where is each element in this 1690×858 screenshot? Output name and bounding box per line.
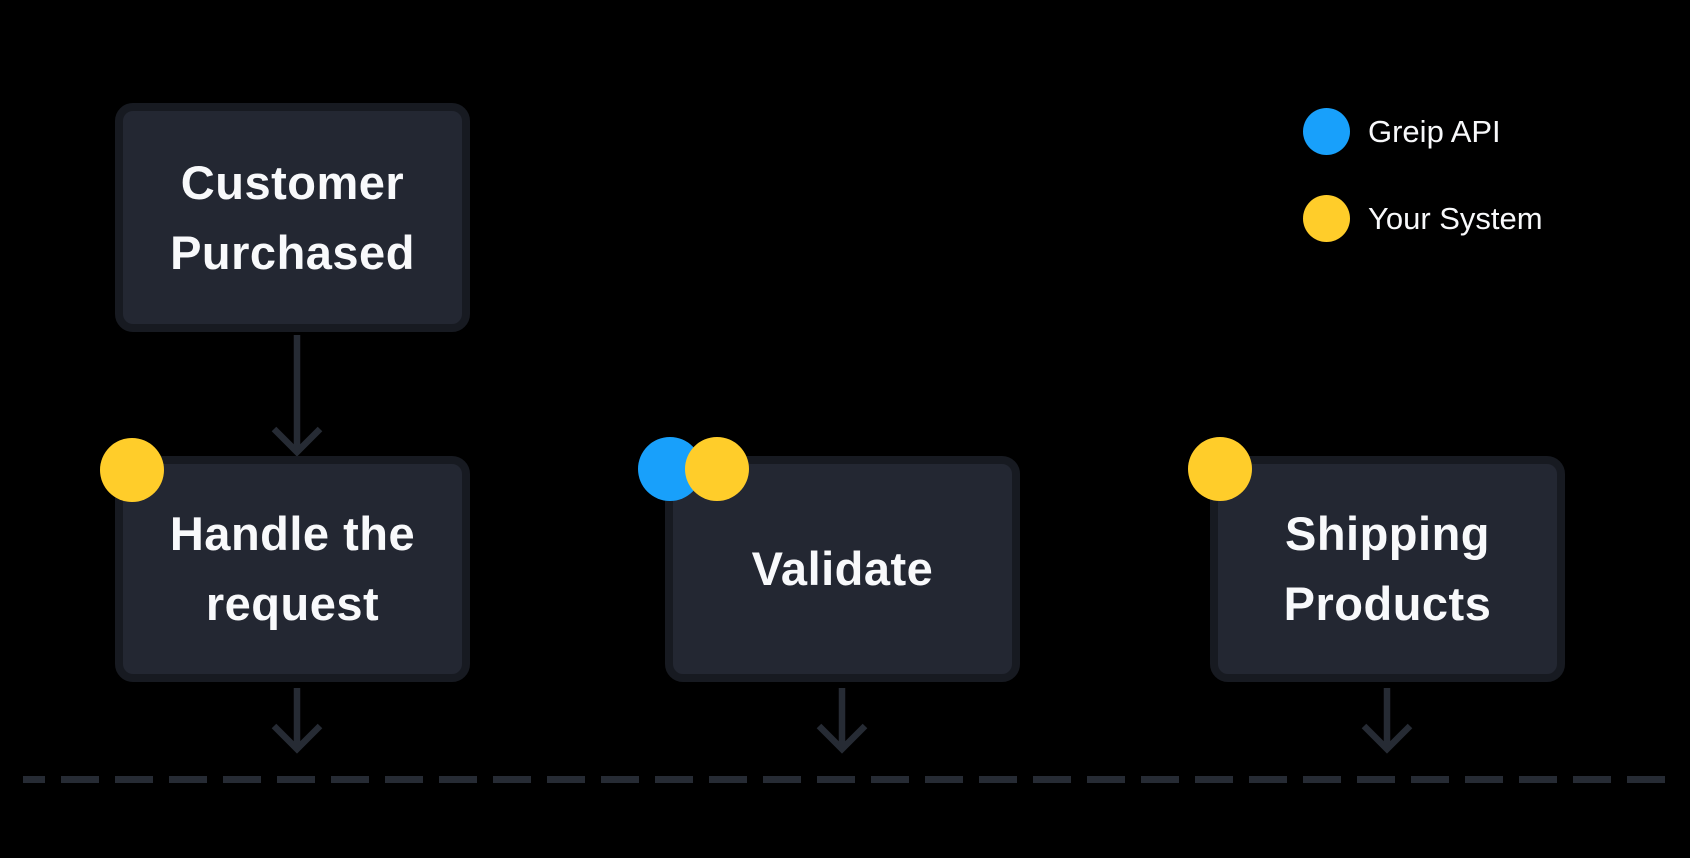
your-system-dot xyxy=(1188,437,1252,501)
node-handle-request-label: Handle the request xyxy=(170,499,415,639)
legend: Greip API Your System xyxy=(1303,108,1543,242)
node-customer-purchased-label: Customer Purchased xyxy=(170,148,415,288)
node-validate: Validate xyxy=(665,456,1020,682)
your-system-dot xyxy=(100,438,164,502)
arrow-shipping-to-timeline xyxy=(1361,688,1413,754)
legend-item-your-system: Your System xyxy=(1303,195,1543,242)
arrow-handle-to-timeline xyxy=(271,688,323,754)
arrow-customer-to-handle xyxy=(271,335,323,457)
label-line: Shipping xyxy=(1284,507,1490,560)
legend-label-greip-api: Greip API xyxy=(1368,114,1501,149)
arrow-validate-to-timeline xyxy=(816,688,868,754)
label-line: Validate xyxy=(751,542,934,595)
label-line: Handle the xyxy=(169,507,416,560)
label-line: request xyxy=(205,577,380,630)
node-shipping-products: Shipping Products xyxy=(1210,456,1565,682)
node-validate-label: Validate xyxy=(752,534,934,604)
greip-api-dot xyxy=(1303,108,1350,155)
node-customer-purchased: Customer Purchased xyxy=(115,103,470,332)
legend-item-greip-api: Greip API xyxy=(1303,108,1543,155)
label-line: Purchased xyxy=(170,225,415,279)
label-line: Customer xyxy=(180,155,405,209)
label-line: Products xyxy=(1283,577,1492,630)
your-system-dot xyxy=(685,437,749,501)
your-system-dot xyxy=(1303,195,1350,242)
node-shipping-products-label: Shipping Products xyxy=(1284,499,1492,639)
node-handle-request: Handle the request xyxy=(115,456,470,682)
legend-label-your-system: Your System xyxy=(1368,201,1543,236)
